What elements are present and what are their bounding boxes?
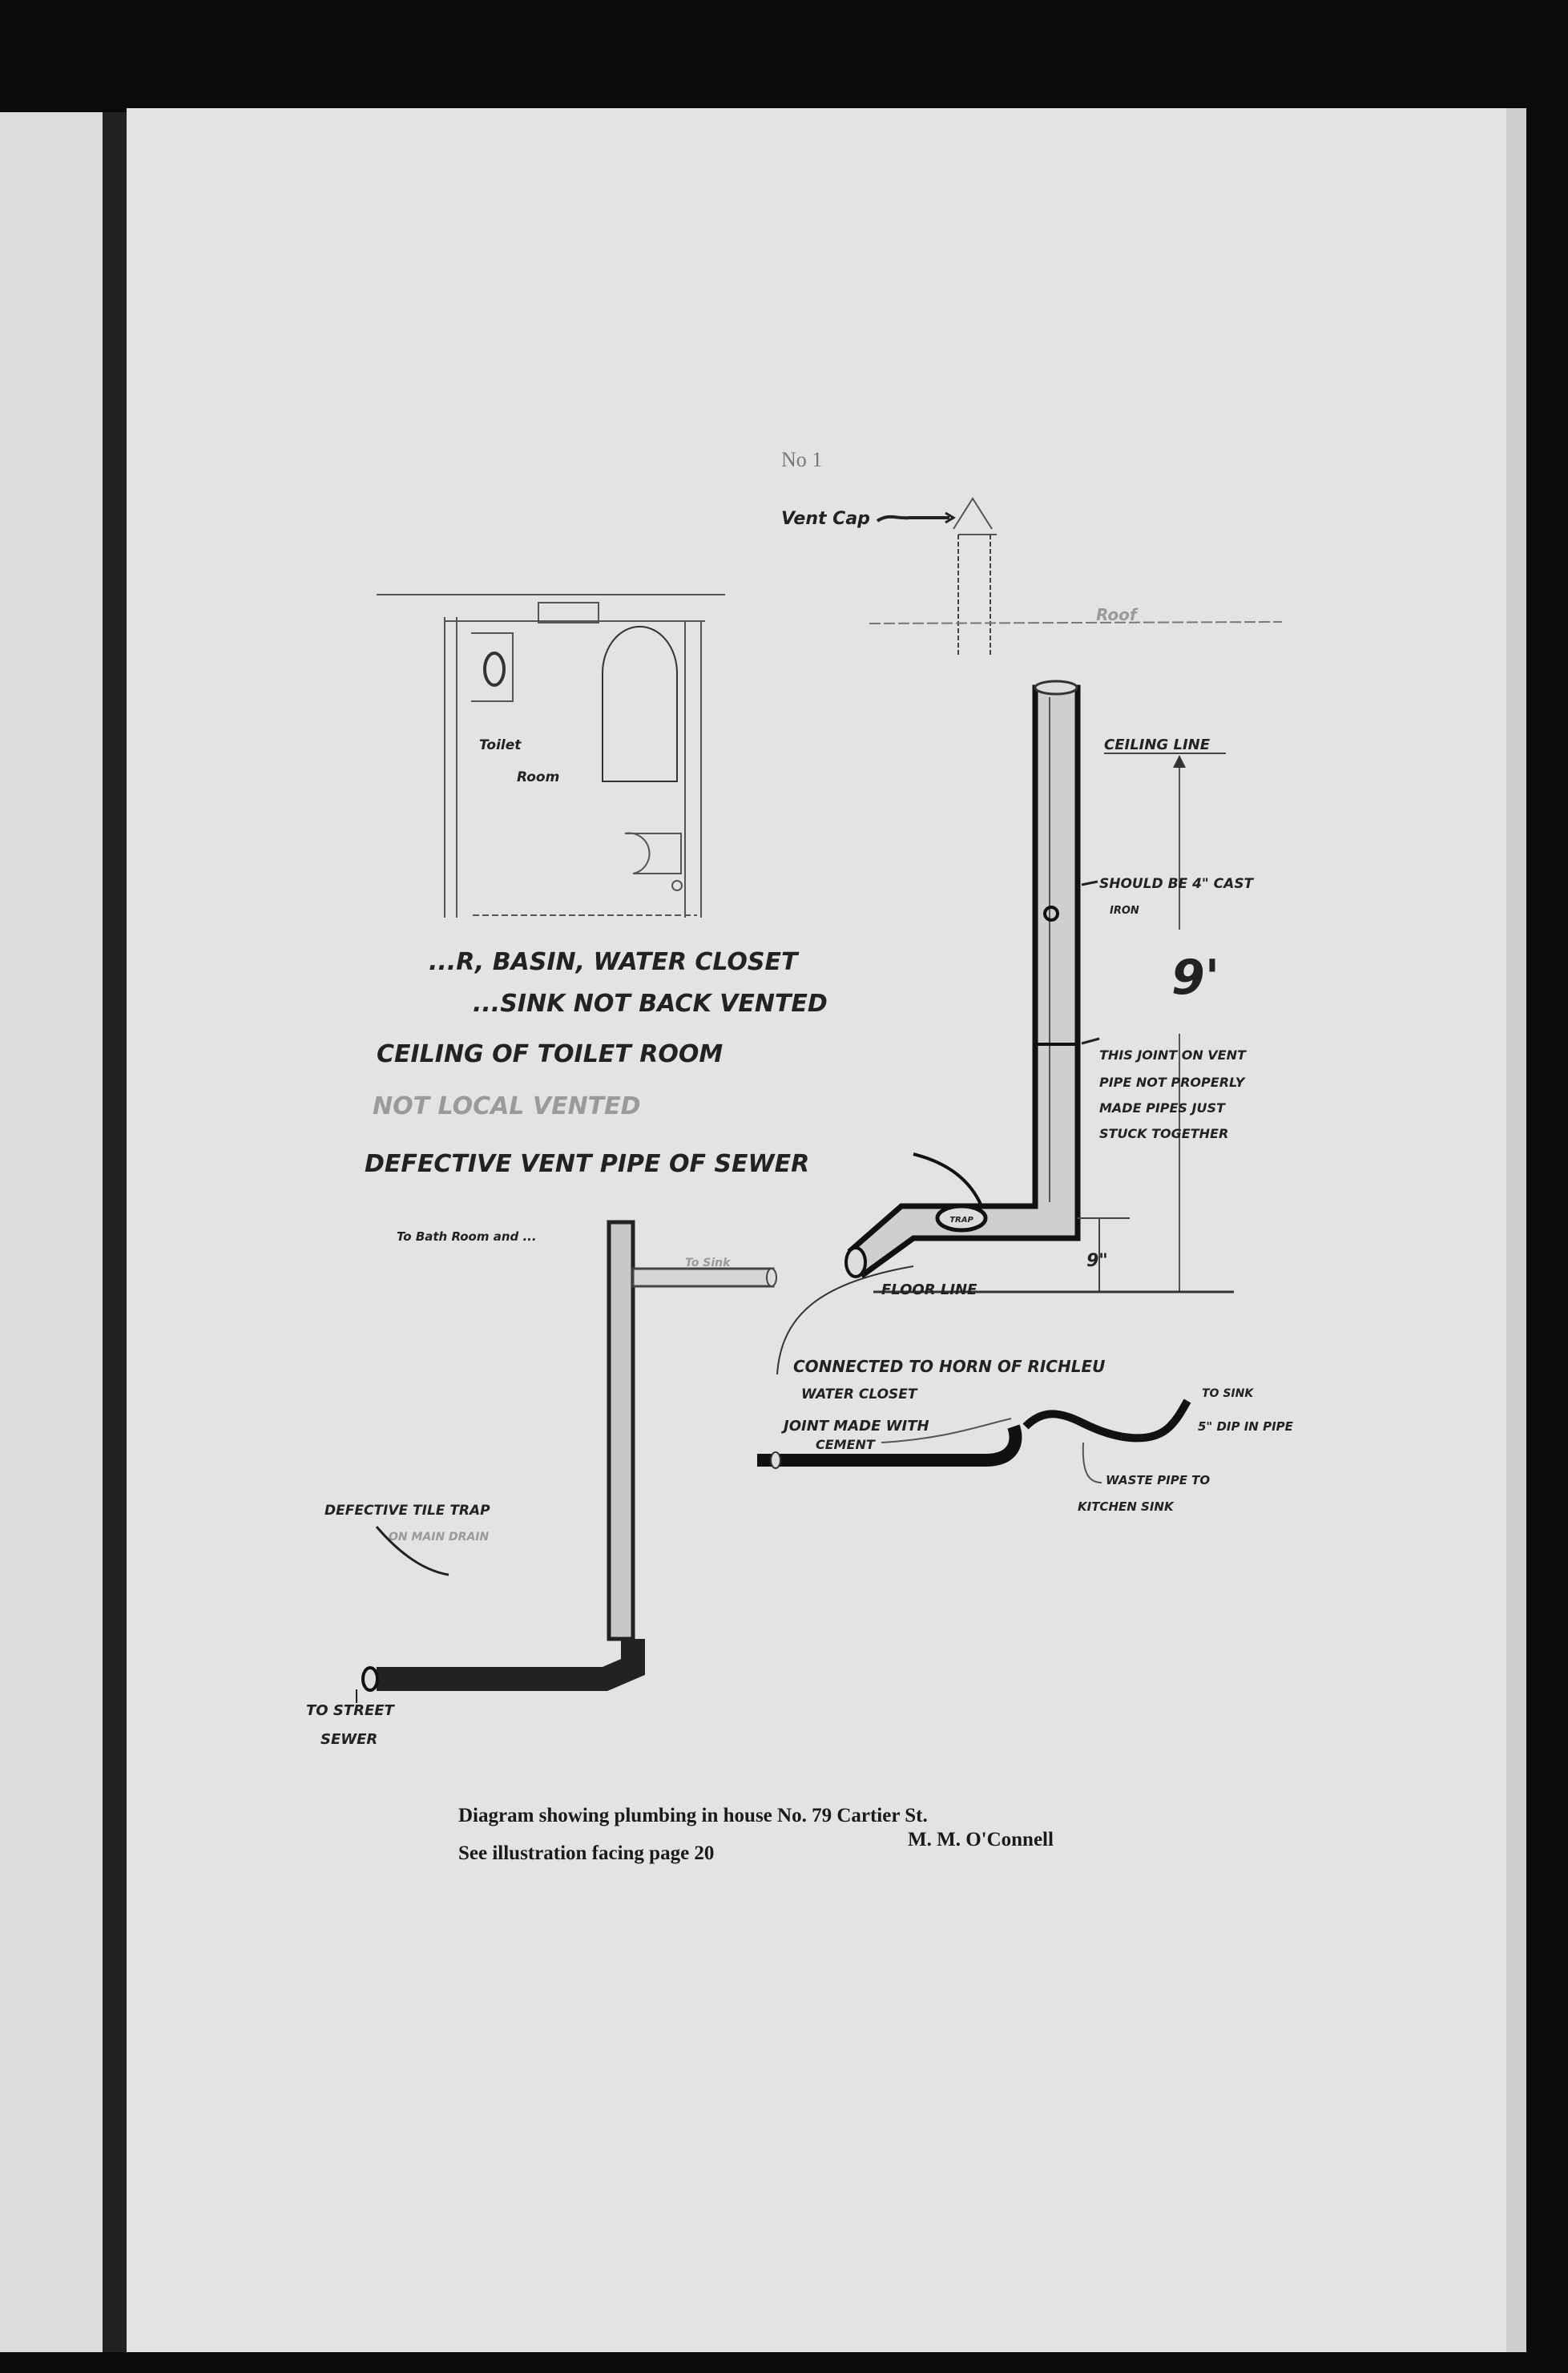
pipe-end: [770, 1451, 781, 1469]
waste-pipe: [757, 1424, 1022, 1467]
defective-note-line-1: DEFECTIVE TILE TRAP: [324, 1503, 490, 1519]
toilet-room-label-1: Toilet: [479, 737, 522, 753]
to-bath-label: To Bath Room and ...: [397, 1229, 537, 1244]
defect-item: CEILING OF TOILET ROOM: [377, 1040, 723, 1068]
defect-item: DEFECTIVE VENT PIPE OF SEWER: [365, 1150, 809, 1178]
drain-elbow-to-sewer: [377, 1639, 645, 1691]
leader-line: [881, 1418, 1012, 1443]
joint-note-line-1: JOINT MADE WITH: [781, 1418, 929, 1435]
vent-stack-diagram: Vent Cap Roof TRAP CEILING LINE 9' SHOUL…: [776, 497, 1283, 1375]
main-drain-diagram: To Bath Room and ... To Sink DEFECTIVE T…: [306, 1220, 777, 1748]
leader-line: [1082, 1442, 1102, 1483]
page: [127, 108, 1525, 2352]
leader-line: [1081, 1037, 1100, 1045]
leader-line: [1081, 880, 1098, 886]
page-edge-shadow: [1506, 108, 1526, 2352]
leader-line: [913, 1152, 983, 1207]
caption-line-1: Diagram showing plumbing in house No. 79…: [458, 1805, 928, 1826]
defect-item: ...R, BASIN, WATER CLOSET: [429, 948, 800, 976]
defect-item: NOT LOCAL VENTED: [373, 1092, 641, 1120]
joint-note-line-2: CEMENT: [816, 1437, 876, 1452]
to-sewer-line-1: TO STREET: [306, 1702, 396, 1719]
waste-note-line-1: WASTE PIPE TO: [1106, 1473, 1210, 1487]
figure-number: No 1: [781, 448, 822, 471]
sink-branch-pipe: [631, 1267, 775, 1288]
connected-note-line-2: WATER CLOSET: [801, 1386, 918, 1402]
vent-pipe: [847, 684, 1081, 1279]
kitchen-sink-connection-diagram: CONNECTED TO HORN OF RICHLEU WATER CLOSE…: [757, 1357, 1294, 1514]
joint-note-line-2: PIPE NOT PROPERLY: [1099, 1075, 1246, 1090]
joint-note-line-3: MADE PIPES JUST: [1099, 1100, 1226, 1116]
floor-line-label: FLOOR LINE: [881, 1281, 977, 1298]
pipe-top-opening: [1034, 680, 1078, 696]
ceiling-line-label: CEILING LINE: [1104, 737, 1211, 753]
cast-iron-note-line-2: IRON: [1110, 905, 1139, 917]
previous-page-edge: [0, 112, 103, 2352]
caption-line-2: See illustration facing page 20: [458, 1842, 714, 1864]
joint-note-line-1: THIS JOINT ON VENT: [1099, 1047, 1247, 1063]
pipe-end: [361, 1666, 379, 1692]
trap-label: TRAP: [949, 1216, 973, 1225]
pipe-hole: [1043, 906, 1059, 922]
page-gutter: [103, 112, 127, 2352]
toilet-room-floor-plan: Toilet Room: [377, 594, 725, 918]
vent-cap-arrow: [876, 515, 949, 523]
arrow-head-icon: [945, 511, 956, 524]
height-label: 9': [1171, 950, 1219, 1006]
to-sewer-line-2: SEWER: [320, 1731, 377, 1748]
roof-line: [869, 621, 1283, 624]
defect-item: ...SINK NOT BACK VENTED: [473, 990, 828, 1018]
leader-line: [776, 1265, 914, 1375]
arrow-up-icon: [1173, 755, 1186, 768]
roof-label: Roof: [1096, 605, 1139, 624]
pipe-horn-end: [844, 1246, 867, 1278]
dip-label: 5" DIP IN PIPE: [1198, 1419, 1294, 1434]
defects-list: ...R, BASIN, WATER CLOSET ...SINK NOT BA…: [365, 948, 983, 1207]
waste-pipe-dip: [1022, 1398, 1191, 1443]
vent-cap-label: Vent Cap: [781, 509, 870, 529]
to-sink-branch-label: To Sink: [685, 1257, 732, 1269]
waste-note-line-2: KITCHEN SINK: [1078, 1499, 1175, 1514]
connected-note-line-1: CONNECTED TO HORN OF RICHLEU: [793, 1357, 1105, 1376]
floor-offset-label: 9": [1086, 1251, 1108, 1271]
joint-note-line-4: STUCK TOGETHER: [1099, 1126, 1228, 1141]
toilet-room-label-2: Room: [517, 769, 559, 785]
cast-iron-note-line-1: SHOULD BE 4" CAST: [1099, 876, 1255, 892]
drain-vertical-pipe: [607, 1220, 635, 1641]
figure-caption: Diagram showing plumbing in house No. 79…: [458, 1805, 1054, 1864]
defective-note-line-2: ON MAIN DRAIN: [389, 1531, 490, 1544]
to-sink-label: TO SINK: [1202, 1387, 1254, 1400]
pipe-end: [766, 1268, 777, 1287]
leader-line: [375, 1526, 449, 1576]
trap-oval: [935, 1204, 988, 1233]
caption-author: M. M. O'Connell: [908, 1829, 1054, 1850]
